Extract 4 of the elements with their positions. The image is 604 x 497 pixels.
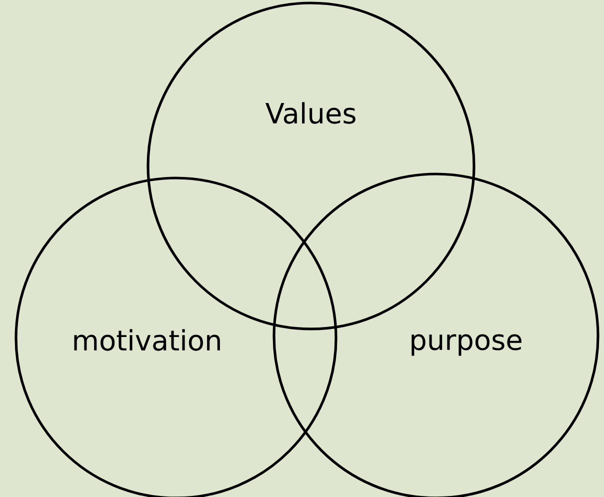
circle-label: motivation — [74, 329, 220, 351]
circle-label: purpose — [412, 334, 522, 356]
venn-circle — [146, 2, 476, 330]
circle-label: Values — [265, 102, 356, 124]
